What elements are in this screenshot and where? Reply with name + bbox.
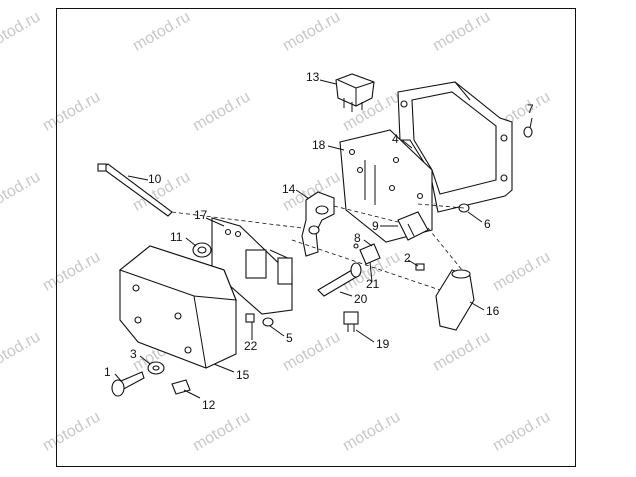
nut-small-top xyxy=(523,126,533,138)
fuse xyxy=(343,311,359,332)
callout-5: 5 xyxy=(286,331,293,345)
relay xyxy=(335,73,375,112)
diagram-frame xyxy=(56,8,576,467)
screw xyxy=(111,371,145,397)
callout-1: 1 xyxy=(104,365,111,379)
callout-20: 20 xyxy=(354,292,368,306)
clamp xyxy=(301,191,335,257)
leader-lines xyxy=(114,79,533,399)
callout-6: 6 xyxy=(484,217,491,231)
callout-22: 22 xyxy=(244,339,258,353)
callout-13: 13 xyxy=(306,70,320,84)
terminal-block xyxy=(397,211,429,241)
grommet xyxy=(192,242,212,258)
fuse-holder xyxy=(317,262,362,297)
module-housing xyxy=(118,245,237,369)
nut-small xyxy=(458,203,470,213)
callout-3: 3 xyxy=(130,347,137,361)
callout-8: 8 xyxy=(354,231,361,245)
callout-11: 11 xyxy=(170,230,183,244)
callout-21: 21 xyxy=(366,277,380,291)
nut xyxy=(262,317,274,327)
stud xyxy=(245,313,255,323)
callout-9: 9 xyxy=(372,219,379,233)
small-screw xyxy=(415,263,425,271)
connector xyxy=(353,243,381,265)
callout-12: 12 xyxy=(202,398,216,412)
module-plate xyxy=(211,217,293,315)
callout-10: 10 xyxy=(148,172,162,186)
boot-cap xyxy=(435,269,475,331)
callout-7: 7 xyxy=(527,102,534,116)
callout-18: 18 xyxy=(312,138,326,152)
callout-4: 4 xyxy=(392,132,399,146)
mounting-plate xyxy=(339,129,433,243)
callout-14: 14 xyxy=(282,182,296,196)
mounting-bracket xyxy=(397,81,513,213)
callout-2: 2 xyxy=(404,251,411,265)
callout-16: 16 xyxy=(486,304,500,318)
washer xyxy=(147,361,165,375)
callout-19: 19 xyxy=(376,337,390,351)
callout-15: 15 xyxy=(236,368,250,382)
callout-17: 17 xyxy=(194,208,208,222)
